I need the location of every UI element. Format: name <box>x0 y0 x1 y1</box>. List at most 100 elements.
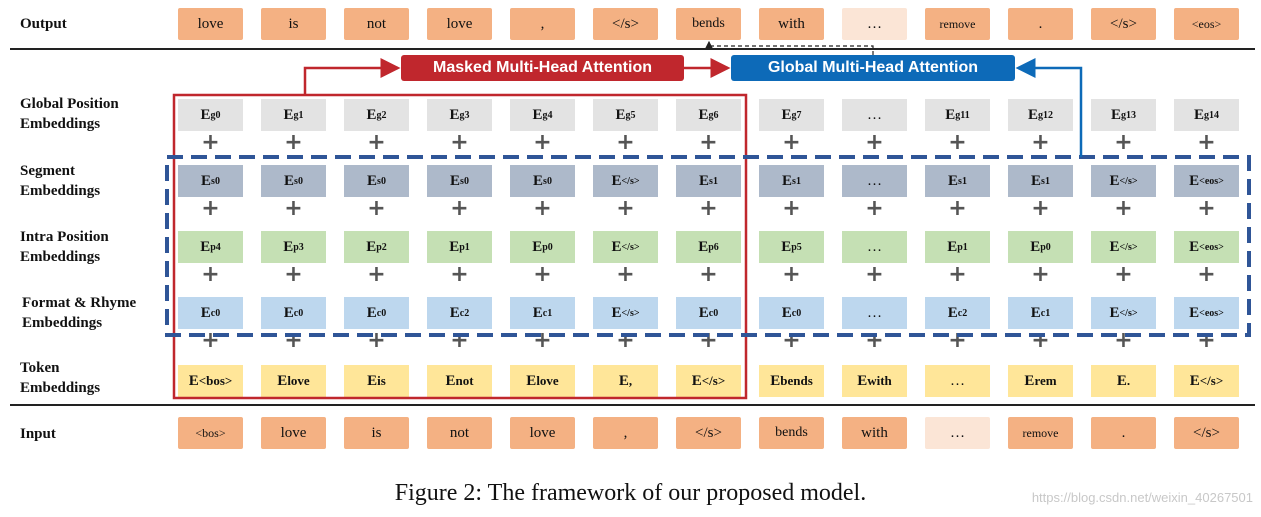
plus-sign-icon: + <box>616 130 635 155</box>
output-token: with <box>759 8 824 40</box>
embedding-symbol: E <box>770 372 781 389</box>
plus-sign-icon: + <box>1114 328 1133 353</box>
output-token: </s> <box>593 8 658 40</box>
embedding-symbol: E <box>201 172 212 189</box>
embedding-subscript: <bos> <box>198 373 233 388</box>
plus-sign-icon: + <box>1197 328 1216 353</box>
embedding-subscript: c1 <box>542 307 553 319</box>
embedding-symbol: E <box>698 304 709 321</box>
embedding-subscript: </s> <box>621 241 640 253</box>
format-rhyme-embedding: E<eos> <box>1174 297 1239 329</box>
embedding-symbol: E <box>449 304 460 321</box>
embedding-symbol: E <box>283 106 294 123</box>
output-token: </s> <box>1091 8 1156 40</box>
embedding-symbol: E <box>445 372 456 389</box>
plus-sign-icon: + <box>201 130 220 155</box>
input-token: not <box>427 417 492 449</box>
embedding-symbol: … <box>867 304 882 321</box>
embedding-symbol: E <box>782 172 793 189</box>
plus-sign-icon: + <box>1197 130 1216 155</box>
intra-position-embedding: E</s> <box>593 231 658 263</box>
embedding-symbol: E <box>698 238 709 255</box>
input-token: </s> <box>676 417 741 449</box>
output-token: is <box>261 8 326 40</box>
embedding-symbol: E <box>367 172 378 189</box>
plus-sign-icon: + <box>450 196 469 221</box>
embedding-subscript: p0 <box>542 241 553 253</box>
embedding-symbol: E <box>945 106 956 123</box>
plus-sign-icon: + <box>284 262 303 287</box>
plus-sign-icon: + <box>367 130 386 155</box>
embedding-symbol: E <box>1027 106 1038 123</box>
embedding-subscript: g0 <box>210 109 221 121</box>
plus-sign-icon: + <box>782 328 801 353</box>
embedding-symbol: E <box>1030 304 1041 321</box>
segment-embedding: E<eos> <box>1174 165 1239 197</box>
plus-sign-icon: + <box>450 262 469 287</box>
plus-sign-icon: + <box>699 196 718 221</box>
row-label-line: Embeddings <box>20 249 101 265</box>
embedding-subscript: <eos> <box>1199 175 1224 187</box>
embedding-symbol: E <box>532 106 543 123</box>
embedding-subscript: with <box>867 373 892 388</box>
plus-sign-icon: + <box>699 328 718 353</box>
row-label-line: Token <box>20 360 60 376</box>
embedding-symbol: E <box>200 106 211 123</box>
embedding-symbol: E <box>449 238 460 255</box>
format-rhyme-embedding: … <box>842 297 907 329</box>
plus-sign-icon: + <box>533 196 552 221</box>
embedding-symbol: E <box>1030 238 1041 255</box>
embedding-subscript: s0 <box>377 175 386 187</box>
embedding-subscript: p5 <box>791 241 802 253</box>
embedding-symbol: E <box>615 106 626 123</box>
row-label-output: Output <box>20 16 67 32</box>
embedding-symbol: E <box>611 238 622 255</box>
embedding-subscript: g7 <box>791 109 802 121</box>
plus-sign-icon: + <box>1197 196 1216 221</box>
embedding-subscript: g4 <box>542 109 553 121</box>
plus-sign-icon: + <box>616 196 635 221</box>
output-token: , <box>510 8 575 40</box>
embedding-subscript: s0 <box>211 175 220 187</box>
embedding-subscript: s1 <box>1041 175 1050 187</box>
embedding-subscript: c0 <box>293 307 304 319</box>
plus-sign-icon: + <box>1114 262 1133 287</box>
plus-sign-icon: + <box>284 328 303 353</box>
embedding-symbol: E <box>284 172 295 189</box>
input-token: </s> <box>1174 417 1239 449</box>
plus-sign-icon: + <box>284 130 303 155</box>
embedding-symbol: E <box>699 172 710 189</box>
row-label-line: Embeddings <box>20 116 101 132</box>
embedding-symbol: E <box>1193 106 1204 123</box>
embedding-subscript: c0 <box>791 307 802 319</box>
embedding-subscript: love <box>287 373 310 388</box>
embedding-subscript: g14 <box>1204 109 1219 121</box>
figure-caption: Figure 2: The framework of our proposed … <box>394 480 867 506</box>
embedding-subscript: , <box>628 373 633 388</box>
input-token: is <box>344 417 409 449</box>
input-token: love <box>510 417 575 449</box>
embedding-subscript: s1 <box>792 175 801 187</box>
embedding-symbol: E <box>1189 372 1200 389</box>
token-embedding: … <box>925 365 990 397</box>
row-label-line: Intra Position <box>20 229 109 245</box>
plus-sign-icon: + <box>284 196 303 221</box>
